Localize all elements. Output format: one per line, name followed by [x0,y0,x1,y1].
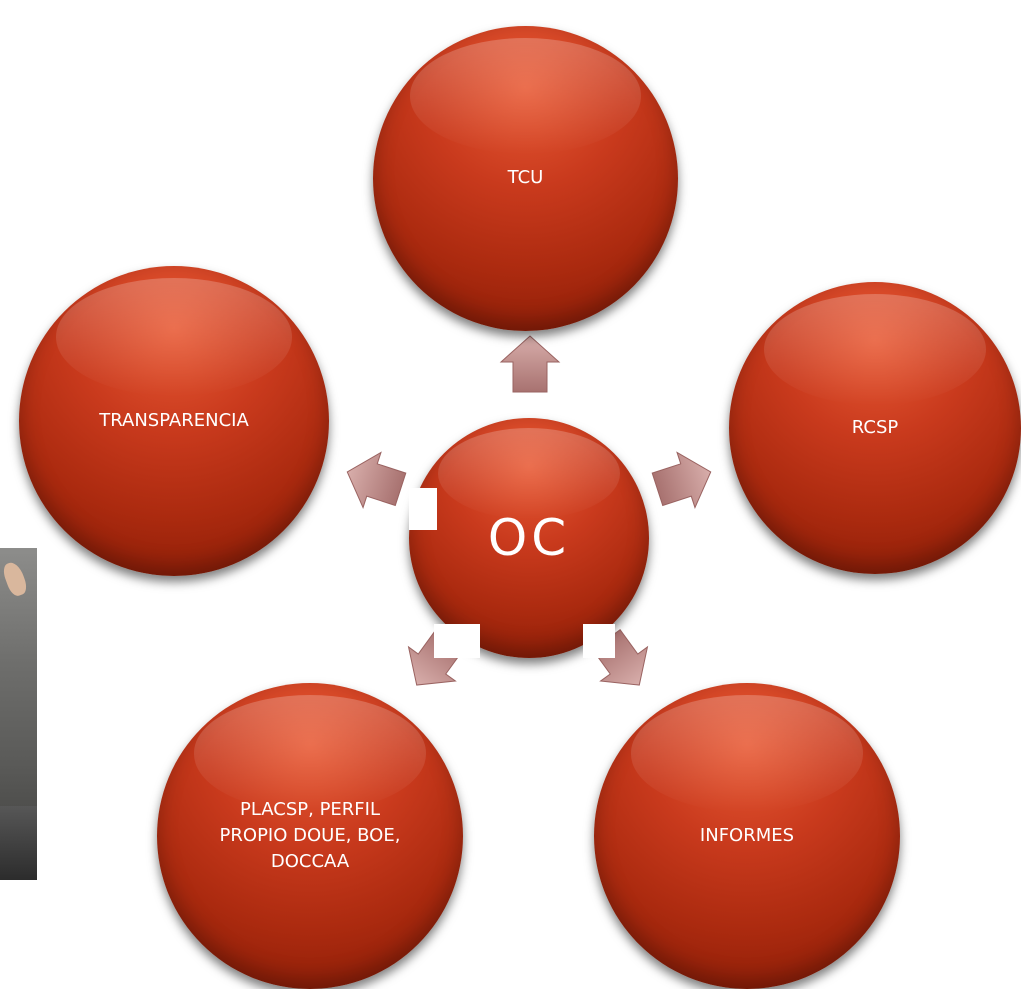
node-tcu-label: TCU [507,167,544,189]
center-node-oc: OC [409,418,649,658]
node-placsp: PLACSP, PERFIL PROPIO DOUE, BOE, DOCCAA [157,683,463,989]
node-informes-label: INFORMES [699,824,795,846]
node-rcsp-label: RCSP [851,416,899,438]
node-transparencia: TRANSPARENCIA [19,266,329,576]
center-node-label: OC [487,509,571,567]
node-tcu: TCU [373,26,678,331]
arrow-right [651,451,712,509]
laptop-photo [0,548,37,880]
arrow-up [499,335,561,393]
node-placsp-label: PLACSP, PERFIL PROPIO DOUE, BOE, DOCCAA [219,798,401,873]
node-transparencia-label: TRANSPARENCIA [99,409,249,431]
white-patch-bottom-right [583,624,615,658]
arrow-left [346,451,407,509]
white-patch-bottom-left [434,624,480,658]
node-rcsp: RCSP [729,282,1021,574]
node-informes: INFORMES [594,683,900,989]
white-patch-left [409,488,437,530]
keyboard-image [0,806,37,880]
